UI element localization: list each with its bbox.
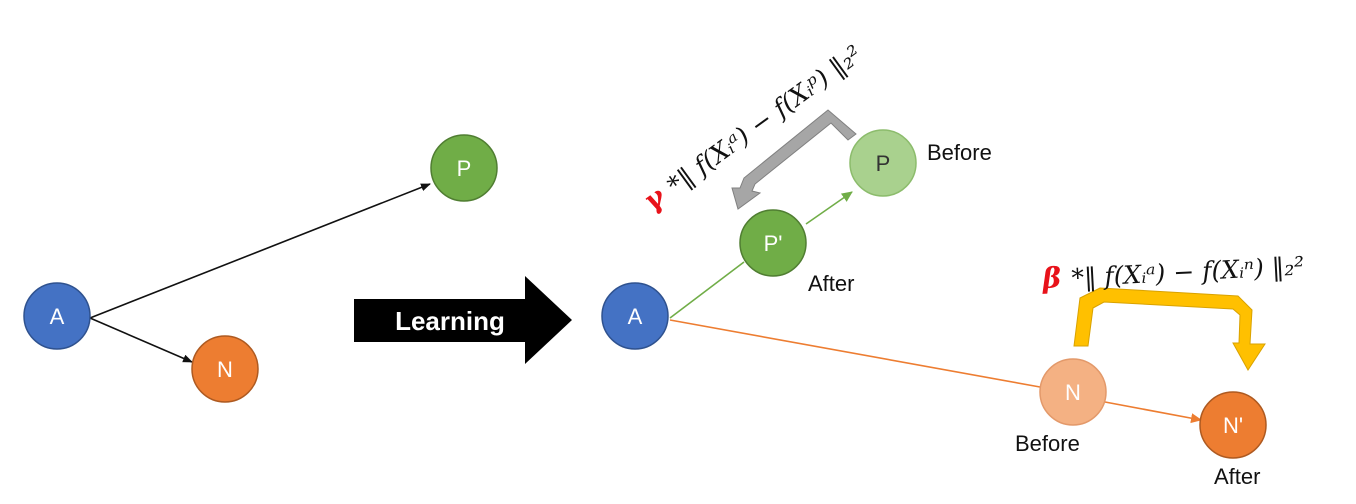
node-anchor-right: A	[601, 282, 669, 350]
svg-text:β *‖ f(Xᵢᵃ) − f(Xᵢⁿ) ‖: β *‖ f(Xᵢᵃ) − f(Xᵢⁿ) ‖₂²	[1041, 248, 1305, 295]
right-panel: A P P' N N' Before After Before After γ …	[601, 40, 1305, 489]
formula-negative-expr: *‖ f(Xᵢᵃ) − f(Xᵢⁿ) ‖₂²	[1071, 251, 1305, 293]
node-negative-after-label: N'	[1223, 413, 1243, 438]
caption-negative-after: After	[1214, 464, 1260, 489]
node-positive-before-label: P	[876, 151, 891, 176]
node-positive-after: P'	[739, 209, 807, 277]
node-positive-left-label: P	[457, 156, 472, 181]
node-positive-before: P	[849, 129, 917, 197]
node-negative-after: N'	[1199, 391, 1267, 459]
learning-label: Learning	[395, 306, 505, 336]
node-negative-before: N	[1039, 358, 1107, 426]
node-negative-left-label: N	[217, 357, 233, 382]
formula-negative-coef: β	[1041, 261, 1063, 295]
node-positive-left: P	[430, 134, 498, 202]
edge-n-nprime	[1104, 401, 1202, 424]
gray-pull-arrow	[731, 109, 857, 210]
edge-pprime-p	[805, 191, 853, 225]
edge-a-n	[669, 319, 1041, 388]
edge-a-n-left	[89, 317, 193, 363]
edge-a-p-left	[89, 183, 431, 319]
caption-negative-before: Before	[1015, 431, 1080, 456]
formula-negative: β *‖ f(Xᵢᵃ) − f(Xᵢⁿ) ‖₂²	[1041, 248, 1305, 295]
left-panel: A P N	[23, 134, 498, 403]
node-negative-left: N	[191, 335, 259, 403]
gold-push-arrow	[1073, 287, 1266, 371]
learning-arrow: Learning	[354, 276, 572, 364]
edge-a-pprime	[669, 261, 745, 319]
node-anchor-left: A	[23, 282, 91, 350]
caption-positive-after: After	[808, 271, 854, 296]
node-anchor-right-label: A	[628, 304, 643, 329]
node-anchor-left-label: A	[50, 304, 65, 329]
node-positive-after-label: P'	[764, 231, 783, 256]
caption-positive-before: Before	[927, 140, 992, 165]
node-negative-before-label: N	[1065, 380, 1081, 405]
